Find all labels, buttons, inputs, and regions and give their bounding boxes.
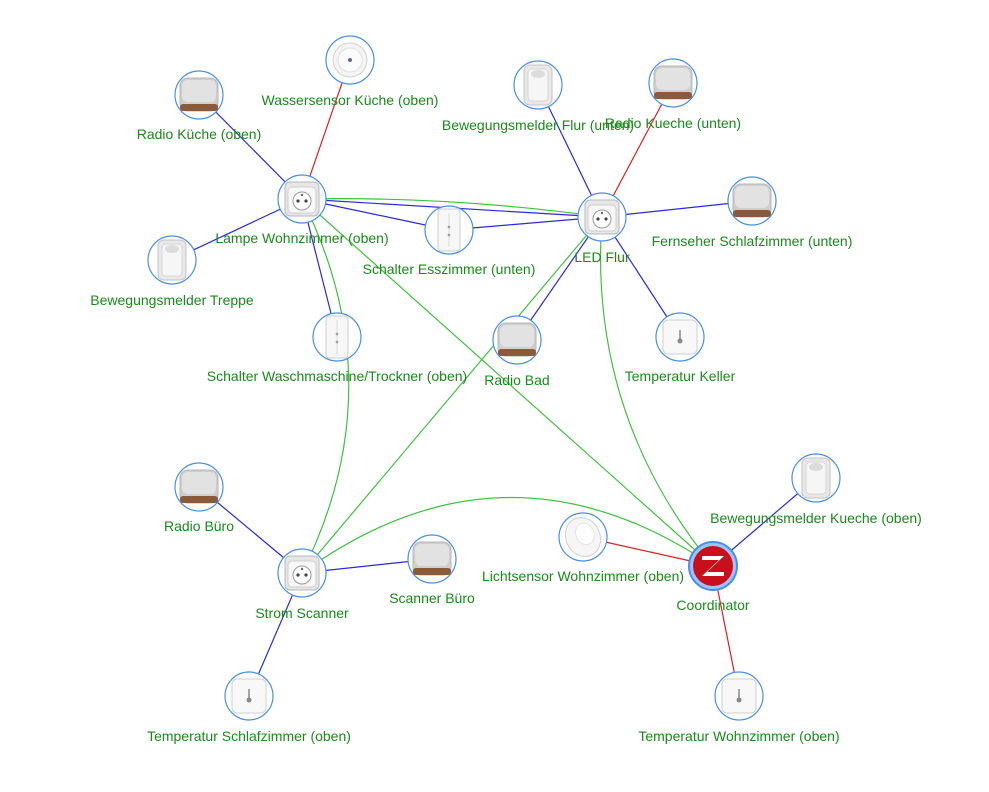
node-strom[interactable]: Strom Scanner (255, 548, 349, 621)
radio-icon (497, 322, 537, 357)
link-strom-coord (301, 496, 714, 574)
node-label: Radio Bad (484, 372, 549, 388)
smart-plug-icon (584, 199, 620, 235)
node-label: Coordinator (676, 597, 749, 613)
node-wasch[interactable]: Schalter Waschmaschine/Trockner (oben) (207, 312, 467, 384)
node-tempkeller[interactable]: Temperatur Keller (625, 312, 736, 384)
node-coord[interactable]: Coordinator (676, 541, 750, 613)
node-label: Strom Scanner (255, 605, 349, 621)
node-label: Radio Büro (164, 518, 234, 534)
node-label: Temperatur Keller (625, 368, 736, 384)
node-radiobuero[interactable]: Radio Büro (164, 462, 234, 534)
temperature-sensor-icon (231, 678, 267, 714)
radio-icon (732, 183, 772, 218)
node-bewtreppe[interactable]: Bewegungsmelder Treppe (90, 235, 254, 308)
motion-sensor-icon (523, 64, 553, 106)
node-label: Radio Küche (oben) (137, 126, 262, 142)
node-tempwohn[interactable]: Temperatur Wohnzimmer (oben) (638, 671, 840, 744)
node-label: Schalter Waschmaschine/Trockner (oben) (207, 368, 467, 384)
node-bewkueche[interactable]: Bewegungsmelder Kueche (oben) (710, 453, 922, 526)
link-lampe-led (301, 198, 603, 218)
node-bewflur[interactable]: Bewegungsmelder Flur (unten) (442, 60, 634, 133)
node-wasser[interactable]: Wassersensor Küche (oben) (262, 35, 439, 108)
node-label: Lampe Wohnzimmer (oben) (215, 230, 388, 246)
wall-switch-icon (325, 315, 349, 359)
node-lampe[interactable]: Lampe Wohnzimmer (oben) (215, 174, 389, 246)
node-label: LED Flur (574, 249, 630, 265)
node-label: Wassersensor Küche (oben) (262, 92, 439, 108)
radio-icon (179, 77, 219, 112)
node-label: Radio Kueche (unten) (605, 115, 741, 131)
node-label: Bewegungsmelder Treppe (90, 292, 254, 308)
node-scanner[interactable]: Scanner Büro (389, 534, 475, 606)
node-esszimmer[interactable]: Schalter Esszimmer (unten) (363, 205, 536, 277)
link-led-fernseher (601, 200, 753, 218)
node-radiokueche[interactable]: Radio Kueche (unten) (605, 58, 741, 131)
wall-switch-icon (437, 208, 461, 252)
link-lampe-esszimmer (301, 198, 450, 231)
node-fernseher[interactable]: Fernseher Schlafzimmer (unten) (652, 176, 853, 249)
node-radiobad[interactable]: Radio Bad (484, 315, 550, 388)
motion-sensor-icon (801, 457, 831, 499)
node-label: Scanner Büro (389, 590, 475, 606)
smart-plug-icon (284, 555, 320, 591)
motion-sensor-icon (157, 239, 187, 281)
node-label: Temperatur Schlafzimmer (oben) (147, 728, 351, 744)
node-led[interactable]: LED Flur (574, 192, 630, 265)
temperature-sensor-icon (721, 678, 757, 714)
node-radiok[interactable]: Radio Küche (oben) (137, 70, 262, 142)
light-sensor-icon (564, 517, 602, 557)
node-label: Fernseher Schlafzimmer (unten) (652, 233, 853, 249)
node-label: Bewegungsmelder Kueche (oben) (710, 510, 922, 526)
node-label: Schalter Esszimmer (unten) (363, 261, 536, 277)
node-tempschlaf[interactable]: Temperatur Schlafzimmer (oben) (147, 671, 351, 744)
link-led-strom (301, 216, 603, 574)
link-lampe-coord (301, 198, 714, 567)
radio-icon (179, 469, 219, 504)
temperature-sensor-icon (662, 319, 698, 355)
link-led-esszimmer (448, 216, 603, 231)
node-label: Lichtsensor Wohnzimmer (oben) (482, 568, 684, 584)
link-led-coord (599, 216, 714, 567)
link-led-radiobad (516, 216, 603, 341)
radio-icon (653, 65, 693, 100)
link-lampe-strom (301, 198, 350, 574)
water-sensor-icon (332, 42, 368, 78)
node-licht[interactable]: Lichtsensor Wohnzimmer (oben) (482, 512, 684, 584)
node-label: Bewegungsmelder Flur (unten) (442, 117, 634, 133)
link-led-radiokueche (601, 82, 674, 218)
radio-icon (412, 541, 452, 576)
smart-plug-icon (284, 181, 320, 217)
zigbee-coordinator-icon (693, 546, 733, 586)
node-label: Temperatur Wohnzimmer (oben) (638, 728, 839, 744)
